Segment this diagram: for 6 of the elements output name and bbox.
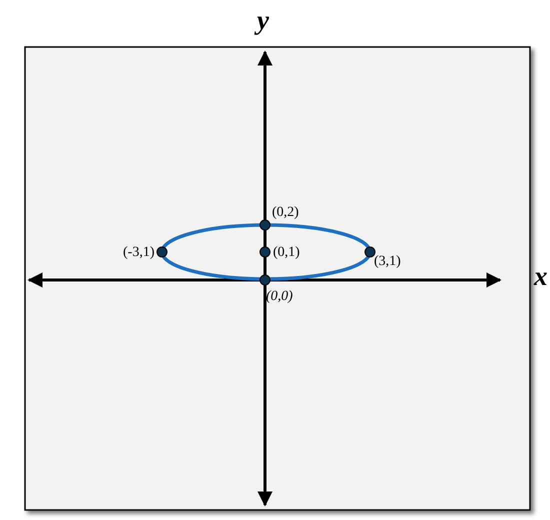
axis-label: x — [534, 262, 548, 290]
point-label: (0,1) — [273, 245, 300, 261]
point-label: (0,2) — [272, 205, 299, 221]
point-label: (-3,1) — [123, 245, 154, 261]
point-label: (0,0) — [266, 289, 293, 305]
point-label: (3,1) — [374, 254, 401, 270]
